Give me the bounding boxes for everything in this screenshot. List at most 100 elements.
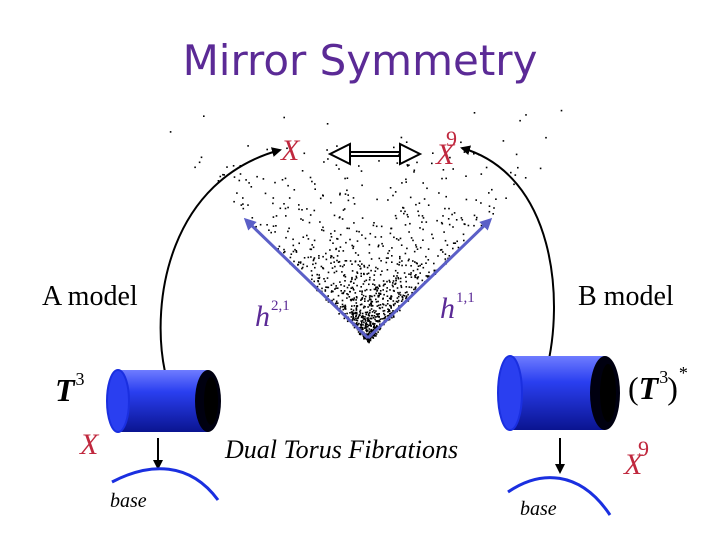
scatter-dot <box>364 327 366 329</box>
scatter-dot <box>360 275 362 277</box>
scatter-dot <box>510 171 512 174</box>
scatter-dot <box>442 169 445 171</box>
scatter-dot <box>360 299 362 301</box>
scatter-dot <box>361 217 364 219</box>
scatter-dot <box>422 266 425 269</box>
scatter-dot <box>371 305 373 307</box>
scatter-dot <box>398 293 400 295</box>
scatter-dot <box>425 262 427 264</box>
scatter-dot <box>437 255 439 257</box>
scatter-dot <box>355 317 357 320</box>
scatter-dot <box>383 309 386 312</box>
scatter-dot <box>457 246 460 249</box>
scatter-dot <box>363 264 365 267</box>
scatter-dot <box>414 275 416 277</box>
scatter-dot <box>334 265 336 268</box>
dual-t3-label: (T3)* <box>628 363 688 407</box>
scatter-dot <box>385 261 388 264</box>
scatter-dot <box>413 288 415 291</box>
scatter-dot <box>334 288 336 290</box>
scatter-dot <box>465 175 467 177</box>
scatter-dot <box>368 331 371 334</box>
scatter-dot <box>341 303 344 306</box>
scatter-dot <box>407 216 409 218</box>
left-curved-arrow-icon <box>159 147 282 373</box>
scatter-dot <box>359 312 362 314</box>
scatter-dot <box>401 264 403 267</box>
scatter-dot <box>393 304 395 307</box>
scatter-dot <box>318 257 320 259</box>
scatter-dot <box>376 320 378 322</box>
scatter-dot <box>353 305 356 307</box>
scatter-dot <box>373 288 376 291</box>
scatter-dot <box>368 297 371 299</box>
scatter-dot <box>385 290 388 293</box>
scatter-dot <box>414 288 417 290</box>
scatter-dot <box>356 271 358 273</box>
scatter-dot <box>266 148 268 151</box>
scatter-dot <box>326 286 329 289</box>
scatter-dot <box>200 156 203 159</box>
scatter-dot <box>480 173 483 175</box>
scatter-dot <box>442 215 444 217</box>
scatter-dot <box>361 293 363 296</box>
scatter-dot <box>369 232 372 235</box>
scatter-dot <box>339 233 342 236</box>
scatter-dot <box>525 114 527 116</box>
scatter-dot <box>299 262 302 264</box>
scatter-dot <box>362 335 365 337</box>
scatter-dot <box>390 295 392 297</box>
scatter-dot <box>335 300 338 303</box>
scatter-dot <box>306 208 308 210</box>
scatter-dot <box>333 230 336 232</box>
scatter-dot <box>326 123 329 125</box>
scatter-dot <box>393 290 395 292</box>
scatter-dot <box>330 236 333 238</box>
scatter-dot <box>355 309 358 311</box>
scatter-dot <box>352 316 354 318</box>
scatter-dot <box>515 153 518 156</box>
scatter-dot <box>353 282 355 284</box>
scatter-dot <box>316 273 318 276</box>
scatter-dot <box>382 289 384 291</box>
scatter-dot <box>344 177 346 180</box>
scatter-dot <box>377 294 379 297</box>
scatter-dot <box>351 270 354 272</box>
scatter-dot <box>342 291 345 294</box>
scatter-dot <box>343 264 345 266</box>
scatter-dot <box>410 272 412 274</box>
scatter-dot <box>330 201 332 204</box>
scatter-dot <box>391 284 394 287</box>
scatter-dot <box>311 180 313 183</box>
scatter-dot <box>242 203 244 205</box>
scatter-dot <box>415 244 417 246</box>
scatter-dot <box>311 278 313 281</box>
scatter-dot <box>380 260 382 262</box>
scatter-dot <box>302 263 305 266</box>
scatter-dot <box>223 174 225 176</box>
scatter-dot <box>427 259 430 261</box>
scatter-dot <box>436 219 438 222</box>
scatter-dot <box>488 210 491 213</box>
scatter-dot <box>310 256 312 258</box>
page-title: Mirror Symmetry <box>182 36 538 85</box>
scatter-dot <box>343 290 346 292</box>
scatter-dot <box>391 261 393 263</box>
scatter-dot <box>452 242 455 244</box>
scatter-dot <box>417 210 419 213</box>
scatter-dot <box>390 306 392 308</box>
scatter-dot <box>395 217 398 220</box>
scatter-dot <box>359 333 362 336</box>
scatter-dot <box>369 337 372 340</box>
scatter-dot <box>392 282 394 284</box>
scatter-dot <box>373 294 376 297</box>
scatter-dot <box>386 295 389 297</box>
scatter-dot <box>367 317 369 319</box>
scatter-dot <box>363 266 366 268</box>
scatter-dot <box>359 310 361 313</box>
scatter-dot <box>392 280 395 282</box>
scatter-dot <box>413 250 416 253</box>
scatter-dot <box>365 288 368 291</box>
scatter-dot <box>517 166 519 169</box>
scatter-dot <box>452 226 454 228</box>
